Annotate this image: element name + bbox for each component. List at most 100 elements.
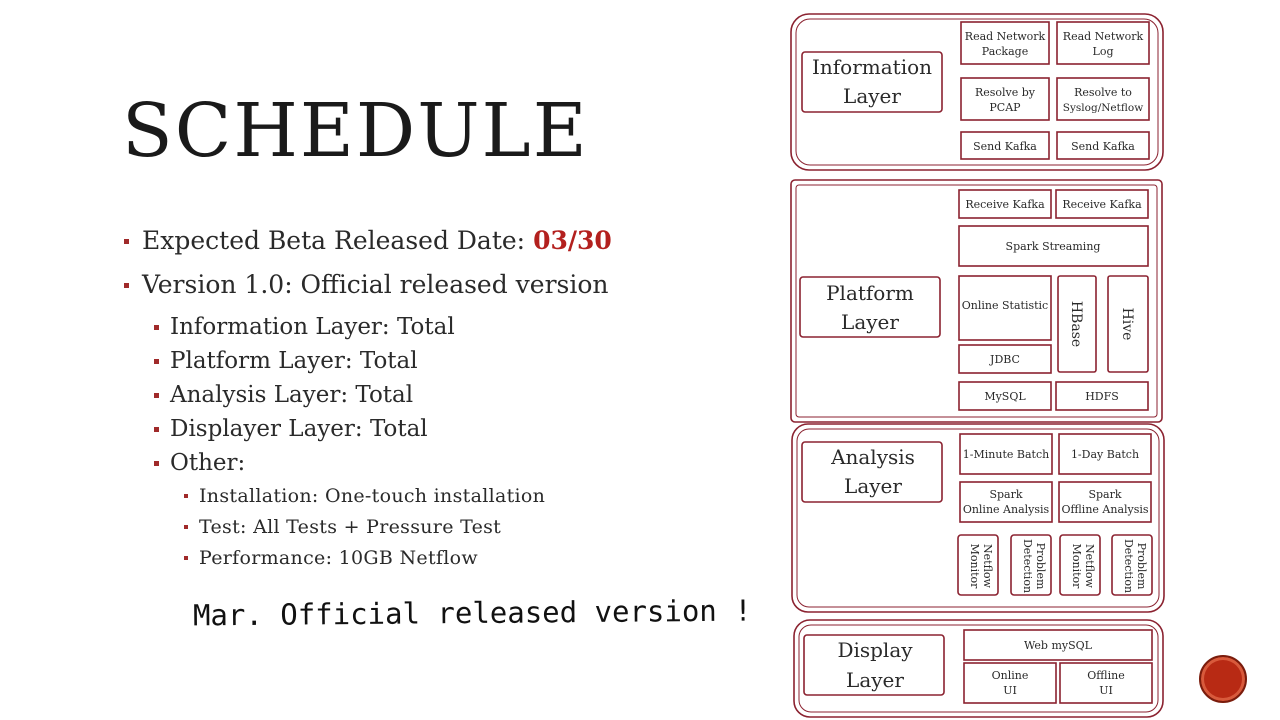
- bullet-beta-date: Expected Beta Released Date: 03/30: [124, 224, 724, 268]
- send-kafka-label-1: Send Kafka: [973, 140, 1037, 153]
- slide-title: SCHEDULE: [122, 88, 589, 174]
- spark-streaming-box: [958, 225, 1149, 267]
- minute-batch-box: [959, 433, 1053, 475]
- hive-label: Hive: [1119, 308, 1135, 341]
- minute-batch-label: 1-Minute Batch: [963, 448, 1049, 461]
- day-batch-box: [1058, 433, 1152, 475]
- receive-kafka-box-2: [1055, 189, 1149, 219]
- display-layer-label-box: [803, 634, 945, 696]
- analysis-layer-label-1: Analysis: [830, 445, 915, 469]
- information-layer-group: Information Layer Read Network Package R…: [790, 13, 1164, 171]
- information-layer-label-box: [801, 51, 943, 113]
- analysis-layer-label-box: [801, 441, 943, 503]
- problem-detection-box-1: [1010, 534, 1052, 596]
- resolve-syslog-line2: Syslog/Netflow: [1063, 102, 1143, 114]
- platform-layer-border: [790, 179, 1163, 423]
- hive-box: [1107, 275, 1149, 373]
- online-statistic-box: [958, 275, 1052, 341]
- analysis-layer-group: Analysis Layer 1-Minute Batch 1-Day Batc…: [791, 423, 1165, 613]
- send-kafka-label-2: Send Kafka: [1071, 140, 1135, 153]
- web-mysql-label: Web mySQL: [1024, 639, 1093, 652]
- receive-kafka-label-2: Receive Kafka: [1062, 198, 1142, 211]
- display-layer-border-inner: [798, 624, 1159, 713]
- bullet-displayer-layer: Displayer Layer: Total: [124, 414, 724, 448]
- read-network-log-line2: Log: [1093, 45, 1114, 58]
- web-mysql-box: [963, 629, 1153, 661]
- resolve-pcap-line1: Resolve by: [975, 86, 1036, 99]
- display-layer-label-1: Display: [837, 638, 913, 662]
- display-layer-label-2: Layer: [846, 668, 904, 692]
- architecture-diagram: Information Layer Read Network Package R…: [788, 10, 1168, 720]
- platform-layer-group: Platform Layer Receive Kafka Receive Kaf…: [790, 179, 1163, 423]
- spark-offline-line2: Offline Analysis: [1061, 503, 1148, 516]
- resolve-syslog-line1: Resolve to: [1074, 86, 1132, 99]
- send-kafka-box-1: [960, 131, 1050, 160]
- bullet-information-layer: Information Layer: Total: [124, 312, 724, 346]
- platform-layer-label-1: Platform: [826, 281, 914, 305]
- resolve-syslog-box: [1056, 77, 1150, 121]
- bullet-performance: Performance: 10GB Netflow: [124, 544, 724, 575]
- beta-date-value: 03/30: [533, 226, 612, 255]
- offline-ui-line1: Offline: [1087, 669, 1124, 682]
- online-ui-line1: Online: [992, 669, 1029, 682]
- problem-detection-2-line1: Problem: [1135, 543, 1148, 590]
- mysql-label: MySQL: [984, 390, 1026, 403]
- problem-detection-box-2: [1111, 534, 1153, 596]
- display-layer-group: Display Layer Web mySQL Online UI Offlin…: [793, 619, 1164, 718]
- bullet-list: Expected Beta Released Date: 03/30 Versi…: [124, 224, 724, 575]
- offline-ui-box: [1059, 662, 1153, 704]
- analysis-layer-border: [791, 423, 1165, 613]
- analysis-layer-border-inner: [796, 428, 1160, 608]
- spark-online-box: [959, 481, 1053, 523]
- hbase-box: [1057, 275, 1097, 373]
- receive-kafka-label-1: Receive Kafka: [965, 198, 1045, 211]
- spark-offline-line1: Spark: [1088, 488, 1121, 501]
- bullet-test: Test: All Tests + Pressure Test: [124, 513, 724, 544]
- online-ui-box: [963, 662, 1057, 704]
- mysql-box: [958, 381, 1052, 411]
- resolve-pcap-box: [960, 77, 1050, 121]
- platform-layer-label-2: Layer: [841, 310, 899, 334]
- spark-streaming-label: Spark Streaming: [1006, 240, 1101, 253]
- beta-date-label: Expected Beta Released Date:: [142, 226, 534, 255]
- platform-layer-border-inner: [795, 184, 1158, 418]
- netflow-monitor-box-1: [957, 534, 999, 596]
- spark-online-line1: Spark: [989, 488, 1022, 501]
- display-layer-border: [793, 619, 1164, 718]
- netflow-monitor-2-line2: Monitor: [1070, 544, 1083, 590]
- hbase-label: HBase: [1068, 301, 1084, 347]
- netflow-monitor-2-line1: Netflow: [1083, 544, 1096, 589]
- day-batch-label: 1-Day Batch: [1071, 448, 1139, 461]
- spark-offline-box: [1058, 481, 1152, 523]
- spark-online-line2: Online Analysis: [963, 503, 1050, 516]
- resolve-pcap-line2: PCAP: [989, 101, 1021, 114]
- receive-kafka-box-1: [958, 189, 1052, 219]
- bullet-version: Version 1.0: Official released version: [124, 268, 724, 312]
- jdbc-label: JDBC: [989, 353, 1020, 366]
- information-layer-border: [790, 13, 1164, 171]
- read-network-package-box: [960, 21, 1050, 65]
- read-network-log-line1: Read Network: [1063, 30, 1144, 43]
- jdbc-box: [958, 344, 1052, 374]
- information-layer-label-2: Layer: [843, 84, 901, 108]
- read-network-package-line1: Read Network: [965, 30, 1046, 43]
- platform-layer-label-box: [799, 276, 941, 338]
- problem-detection-1-line1: Problem: [1034, 543, 1047, 590]
- netflow-monitor-1-line2: Monitor: [968, 544, 981, 590]
- problem-detection-2-line2: Detection: [1122, 539, 1135, 593]
- netflow-monitor-1-line1: Netflow: [981, 544, 994, 589]
- analysis-layer-label-2: Layer: [844, 474, 902, 498]
- netflow-monitor-box-2: [1059, 534, 1101, 596]
- bullet-installation: Installation: One-touch installation: [124, 482, 724, 513]
- read-network-log-box: [1056, 21, 1150, 65]
- handwritten-note: Mar. Official released version !: [192, 593, 752, 633]
- read-network-package-line2: Package: [982, 45, 1028, 58]
- problem-detection-1-line2: Detection: [1021, 539, 1034, 593]
- offline-ui-line2: UI: [1099, 684, 1113, 697]
- online-statistic-label: Online Statistic: [962, 299, 1048, 312]
- hdfs-box: [1055, 381, 1149, 411]
- information-layer-border-inner: [795, 18, 1159, 166]
- hdfs-label: HDFS: [1085, 390, 1119, 403]
- send-kafka-box-2: [1056, 131, 1150, 160]
- bullet-other: Other:: [124, 448, 724, 482]
